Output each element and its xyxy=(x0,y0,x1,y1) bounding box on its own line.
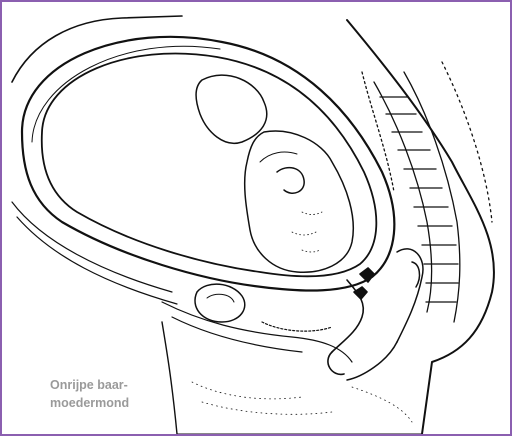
stipple-texture xyxy=(192,382,412,422)
spine xyxy=(362,62,492,322)
cervix xyxy=(328,268,374,374)
body-outline-back xyxy=(347,20,494,434)
bladder xyxy=(195,284,245,322)
figure-caption: Onrijpe baar- moedermond xyxy=(50,376,180,412)
uterus-outer-wall xyxy=(22,37,394,291)
fetus xyxy=(196,75,353,272)
uterus-inner-wall xyxy=(42,54,377,277)
caption-line-1: Onrijpe baar- xyxy=(50,376,180,394)
abdominal-wall xyxy=(12,202,352,362)
caption-line-2: moedermond xyxy=(50,394,180,412)
rectum xyxy=(347,249,423,380)
